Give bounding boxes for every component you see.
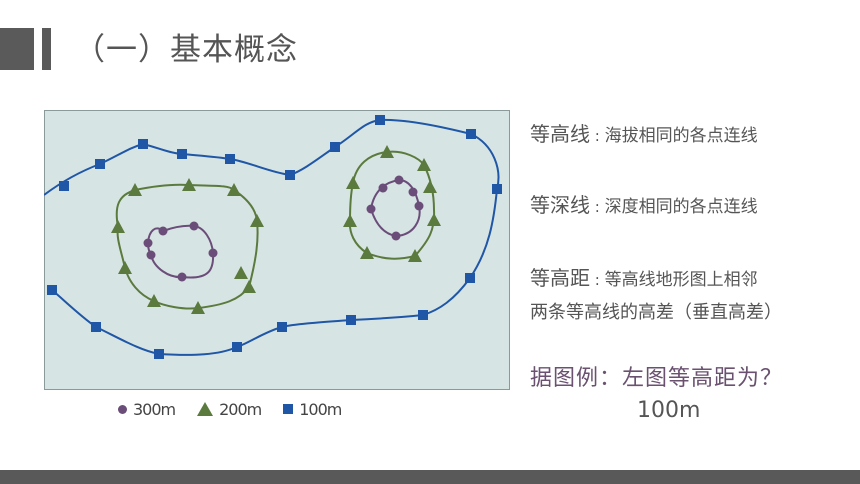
- definition-desc: 海拔相同的各点连线: [604, 126, 758, 146]
- slide-title: （一）基本概念: [74, 32, 298, 68]
- map-legend: 300m 200m 100m: [118, 398, 363, 420]
- definition-term: 等高距: [530, 266, 590, 290]
- definition-term: 等高线: [530, 122, 590, 146]
- dot-marker: [408, 187, 418, 197]
- legend-label: 300m: [133, 399, 176, 419]
- square-marker: [346, 315, 356, 325]
- square-marker: [465, 273, 475, 283]
- contour-map: [44, 110, 510, 390]
- square-marker: [277, 322, 287, 332]
- triangle-marker: [346, 176, 360, 189]
- square-marker: [375, 115, 385, 125]
- triangle-marker: [417, 158, 431, 171]
- triangle-marker: [242, 280, 256, 293]
- legend-label: 100m: [299, 399, 342, 419]
- square-marker: [177, 149, 187, 159]
- definition-desc: 等高线地形图上相邻: [604, 270, 758, 290]
- triangle-marker: [343, 214, 357, 227]
- triangle-marker-icon: [197, 402, 214, 416]
- title-accent-bar: [0, 28, 34, 70]
- definition-term: 等深线: [530, 193, 590, 217]
- triangle-marker: [147, 294, 161, 307]
- footer-bar: [0, 470, 860, 484]
- square-marker: [59, 181, 69, 191]
- dot-marker: [143, 238, 153, 248]
- square-marker: [285, 170, 295, 180]
- map-background: [44, 110, 510, 390]
- title-accent-bar-thin: [42, 28, 51, 70]
- triangle-marker: [408, 249, 422, 262]
- definition-contour: 等高线 : 海拔相同的各点连线: [530, 118, 758, 147]
- definition-separator: :: [590, 127, 605, 145]
- dot-marker: [414, 201, 424, 211]
- dot-marker: [366, 204, 376, 214]
- definition-separator: :: [590, 198, 605, 216]
- triangle-marker: [380, 145, 394, 158]
- square-marker: [492, 184, 502, 194]
- legend-item-100: 100m: [283, 399, 342, 419]
- dot-marker: [146, 250, 156, 260]
- definition-interval-line2: 两条等高线的高差（垂直高差）: [530, 302, 782, 323]
- answer-text: 100m: [637, 398, 701, 423]
- dot-marker: [189, 221, 199, 231]
- triangle-marker: [118, 261, 132, 274]
- triangle-marker: [250, 214, 264, 227]
- dot-marker: [391, 231, 401, 241]
- dot-marker: [378, 183, 388, 193]
- definition-separator: :: [590, 271, 605, 289]
- triangle-marker: [191, 301, 205, 314]
- dot-marker: [177, 272, 187, 282]
- square-marker: [91, 322, 101, 332]
- legend-item-200: 200m: [197, 399, 262, 419]
- square-marker: [138, 139, 148, 149]
- square-marker: [154, 349, 164, 359]
- triangle-marker: [182, 178, 196, 191]
- square-marker: [418, 310, 428, 320]
- legend-label: 200m: [219, 399, 262, 419]
- square-marker: [47, 285, 57, 295]
- square-marker: [232, 342, 242, 352]
- triangle-marker: [423, 180, 437, 193]
- triangle-marker: [128, 183, 142, 196]
- square-marker-icon: [283, 404, 294, 414]
- dot-marker: [158, 226, 168, 236]
- square-marker: [225, 154, 235, 164]
- question-text: 据图例：左图等高距为？: [530, 366, 784, 391]
- square-marker: [95, 159, 105, 169]
- definition-interval: 等高距 : 等高线地形图上相邻: [530, 262, 758, 291]
- dot-marker: [394, 175, 404, 185]
- definition-desc: 深度相同的各点连线: [604, 197, 758, 217]
- triangle-marker: [111, 220, 125, 233]
- legend-item-300: 300m: [118, 399, 176, 419]
- square-marker: [330, 142, 340, 152]
- triangle-marker: [227, 183, 241, 196]
- dot-marker: [208, 248, 218, 258]
- contour-200m-left: [115, 183, 259, 310]
- dot-marker-icon: [118, 404, 127, 414]
- square-marker: [466, 129, 476, 139]
- triangle-marker: [234, 266, 248, 279]
- definition-isobath: 等深线 : 深度相同的各点连线: [530, 189, 758, 218]
- triangle-marker: [360, 246, 374, 259]
- triangle-marker: [427, 213, 441, 226]
